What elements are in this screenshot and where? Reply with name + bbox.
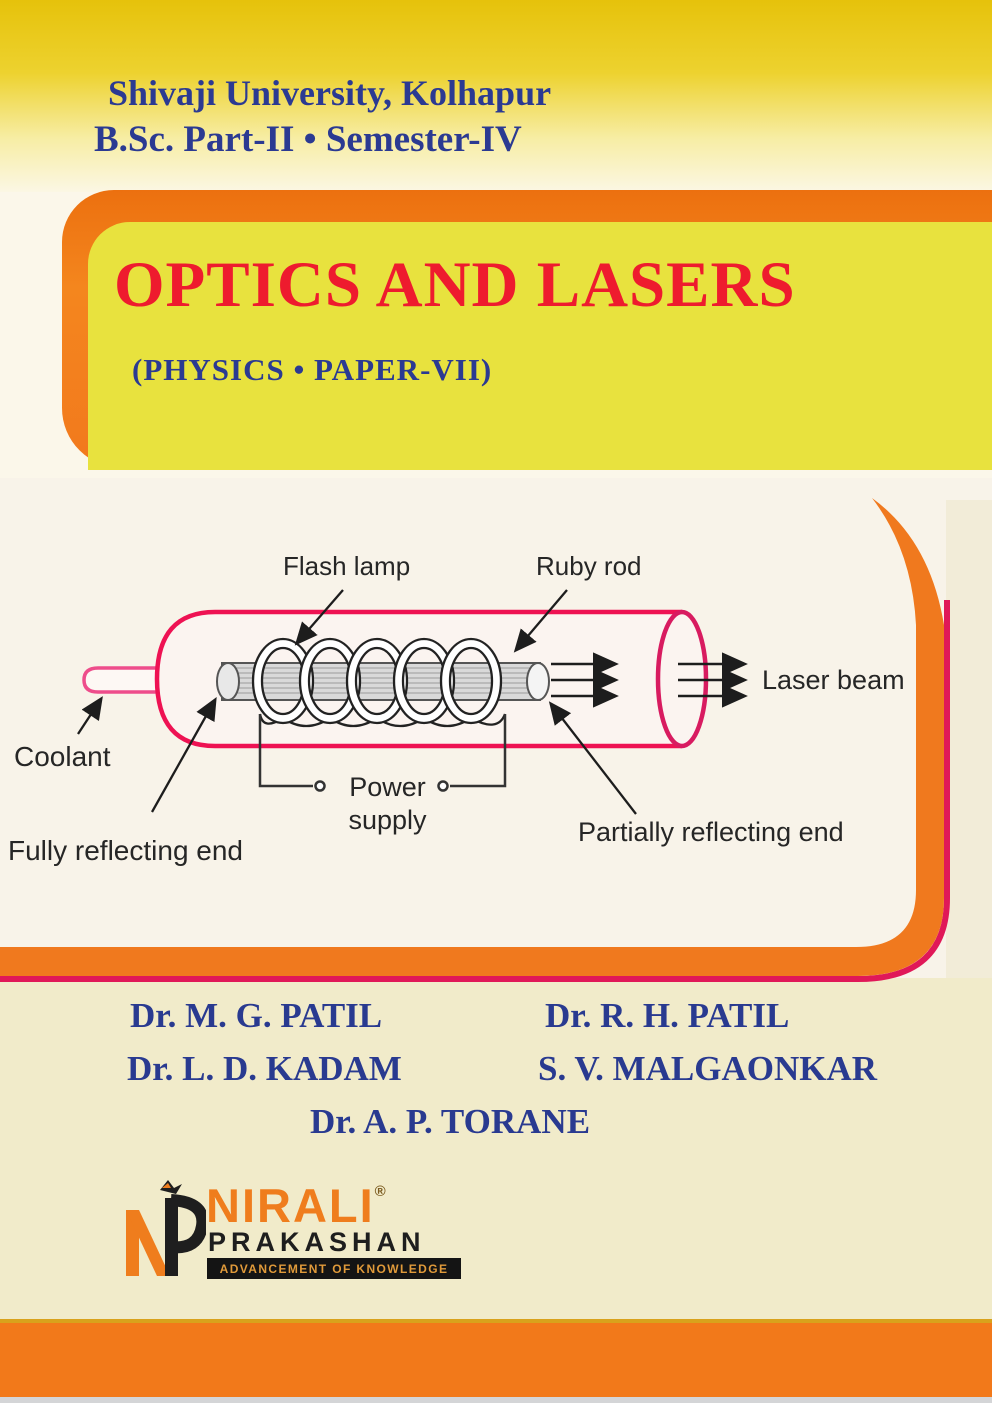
top-yellow-band — [0, 0, 992, 192]
right-margin-background — [946, 500, 992, 978]
power-supply-label: Power supply — [315, 771, 460, 837]
book-subtitle: (PHYSICS • PAPER-VII) — [132, 352, 493, 387]
university-name: Shivaji University, Kolhapur — [108, 73, 552, 113]
registered-mark-icon: ® — [374, 1183, 386, 1200]
title-yellow-box — [88, 222, 992, 470]
bottom-edge-strip — [0, 1397, 992, 1403]
author-5: Dr. A. P. TORANE — [309, 1102, 591, 1141]
course-semester: B.Sc. Part-II • Semester-IV — [94, 119, 522, 160]
publisher-tagline-bar: ADVANCEMENT OF KNOWLEDGE — [207, 1258, 461, 1279]
author-3: Dr. L. D. KADAM — [127, 1049, 402, 1088]
partially-reflecting-end-label: Partially reflecting end — [578, 817, 844, 847]
author-1: Dr. M. G. PATIL — [130, 996, 383, 1035]
diagram-background — [0, 478, 992, 978]
author-2: Dr. R. H. PATIL — [545, 996, 790, 1035]
ruby-rod-label: Ruby rod — [536, 551, 642, 581]
publisher-name-text: NIRALI — [206, 1179, 375, 1232]
fully-reflecting-end-label: Fully reflecting end — [8, 835, 244, 866]
author-4: S. V. MALGAONKAR — [538, 1049, 878, 1088]
laser-beam-label: Laser beam — [762, 665, 905, 695]
power-supply-label-line2: supply — [348, 805, 427, 835]
gold-divider-line — [0, 1319, 992, 1323]
flash-lamp-label: Flash lamp — [283, 551, 411, 581]
nirali-logo-monogram-icon — [126, 1180, 206, 1276]
publisher-tagline: ADVANCEMENT OF KNOWLEDGE — [219, 1261, 449, 1276]
power-supply-label-line1: Power — [349, 772, 426, 802]
publisher-subname: PRAKASHAN — [208, 1227, 426, 1257]
coolant-label: Coolant — [14, 741, 111, 772]
bottom-orange-band — [0, 1323, 992, 1397]
book-title: OPTICS AND LASERS — [114, 249, 796, 321]
publisher-name: NIRALI® — [206, 1178, 386, 1233]
